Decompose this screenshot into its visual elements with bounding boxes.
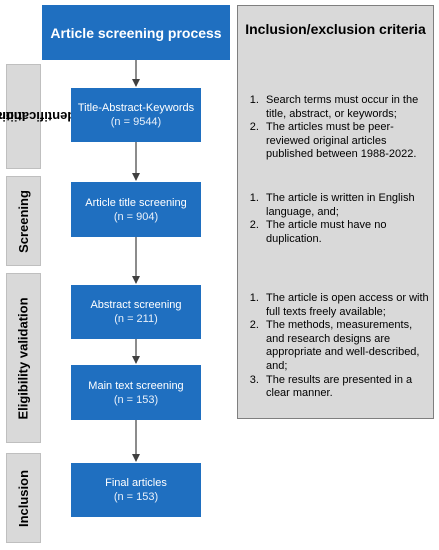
criteria-item: The articles must be peer-reviewed origi… [262,121,430,162]
box-title: Main text screening [88,379,184,392]
criteria-eligibility-list: The article is open access or with full … [240,292,430,401]
criteria-screening-list: The article is written in English langua… [240,192,430,246]
stage-tab-initial-identification: Initial identification [0,64,79,169]
stage-tab-inclusion: Inclusion [6,453,41,543]
box-title: Title-Abstract-Keywords [77,102,195,114]
box-title: Final articles [105,477,167,489]
box-main-text-screening: Main text screening (n = 153) [71,365,201,420]
criteria-header-label: Inclusion/exclusion criteria [245,21,426,37]
box-article-title-screening: Article title screening (n = 904) [71,182,201,237]
box-title-abstract-keywords: Title-Abstract-Keywords (n = 9544) [71,88,201,142]
criteria-initial: Search terms must occur in the title, ab… [240,94,430,162]
criteria-header: Inclusion/exclusion criteria [237,5,434,60]
process-header: Article screening process [42,5,230,60]
criteria-item: The article is open access or with full … [262,292,430,319]
criteria-item: Search terms must occur in the title, ab… [262,94,430,121]
stage-tab-screening: Screening [6,176,41,266]
box-count: (n = 904) [113,210,159,223]
box-title: Abstract screening [90,299,182,311]
box-title: Article title screening [85,196,187,209]
box-final-articles: Final articles (n = 153) [71,463,201,517]
stage-tab-eligibility-validation: Eligibility validation [6,273,41,443]
box-count: (n = 211) [114,313,158,325]
box-abstract-screening: Abstract screening (n = 211) [71,285,201,339]
criteria-item: The results are presented in a clear man… [262,374,430,401]
criteria-initial-list: Search terms must occur in the title, ab… [240,94,430,162]
process-header-label: Article screening process [50,24,222,41]
criteria-eligibility: The article is open access or with full … [240,292,430,401]
box-count: (n = 153) [113,491,159,503]
box-count: (n = 9544) [110,116,162,128]
criteria-item: The article must have no duplication. [262,219,430,246]
criteria-item: The methods, measurements, and research … [262,319,430,373]
box-count: (n = 153) [113,393,159,406]
criteria-screening: The article is written in English langua… [240,192,430,246]
criteria-item: The article is written in English langua… [262,192,430,219]
criteria-panel [237,5,434,419]
